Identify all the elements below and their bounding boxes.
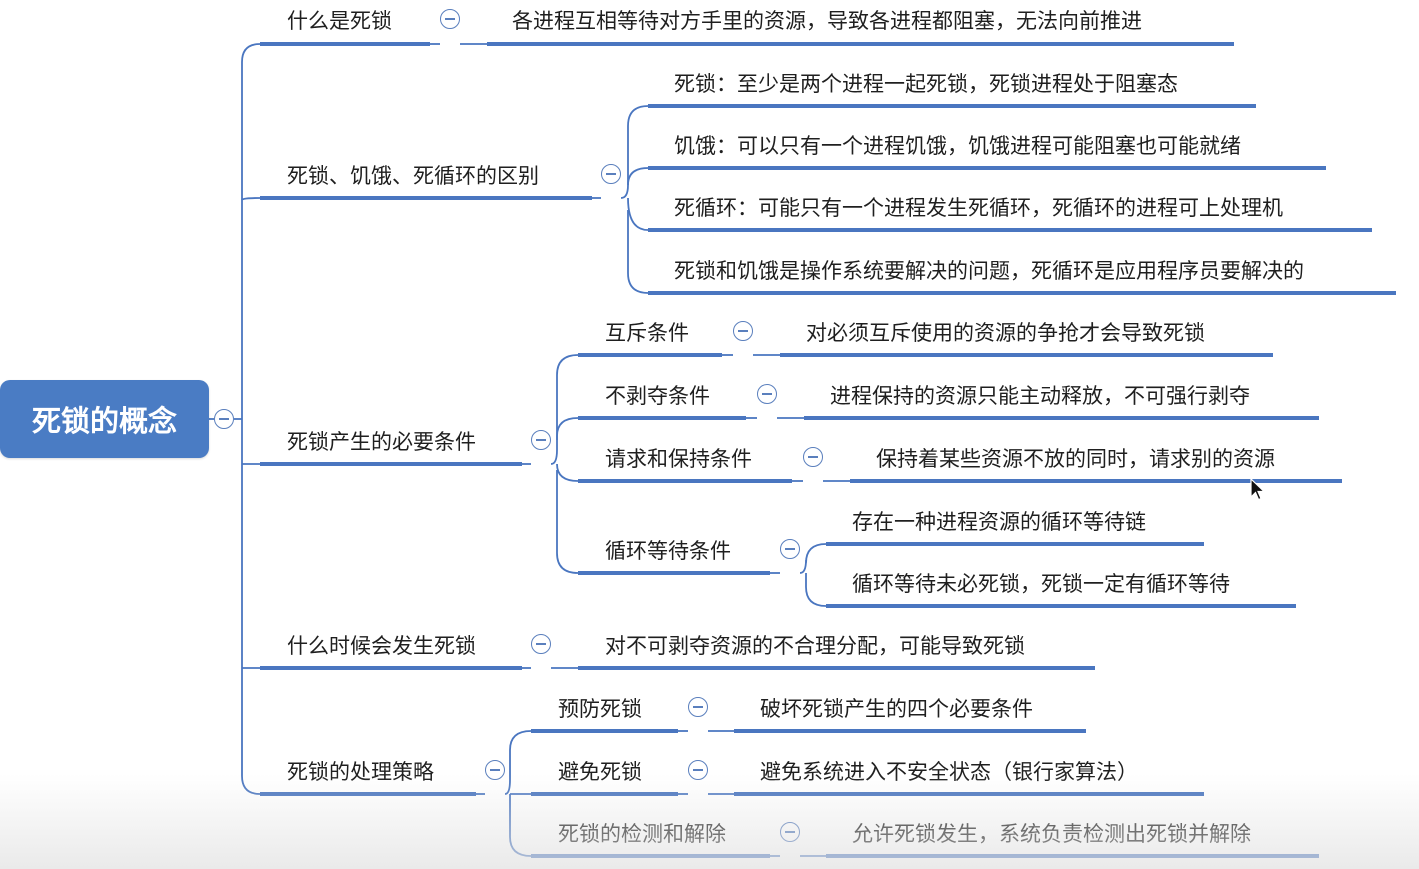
- collapse-minus-icon[interactable]: [733, 321, 753, 341]
- sub-prevent-deadlock[interactable]: 预防死锁: [558, 697, 642, 721]
- collapse-minus-icon[interactable]: [757, 384, 777, 404]
- leaf-infinite-loop-desc[interactable]: 死循环：可能只有一个进程发生死循环，死循环的进程可上处理机: [674, 196, 1283, 220]
- leaf-improper-allocation[interactable]: 对不可剥夺资源的不合理分配，可能导致死锁: [605, 634, 1025, 658]
- collapse-minus-icon[interactable]: [803, 447, 823, 467]
- leaf-mutual-exclusion-desc[interactable]: 对必须互斥使用的资源的争抢才会导致死锁: [806, 321, 1205, 345]
- leaf-deadlock-definition[interactable]: 各进程互相等待对方手里的资源，导致各进程都阻塞，无法向前推进: [512, 9, 1142, 33]
- sub-mutual-exclusion[interactable]: 互斥条件: [605, 321, 689, 345]
- leaf-circular-wait-note[interactable]: 循环等待未必死锁，死锁一定有循环等待: [852, 572, 1230, 596]
- leaf-deadlock-desc[interactable]: 死锁：至少是两个进程一起死锁，死锁进程处于阻塞态: [674, 72, 1178, 96]
- leaf-responsibility-desc[interactable]: 死锁和饥饿是操作系统要解决的问题，死循环是应用程序员要解决的: [674, 259, 1304, 283]
- mouse-pointer-icon: [1250, 478, 1266, 501]
- sub-circular-wait[interactable]: 循环等待条件: [605, 539, 731, 563]
- sub-hold-and-wait[interactable]: 请求和保持条件: [605, 447, 752, 471]
- leaf-detect-desc[interactable]: 允许死锁发生，系统负责检测出死锁并解除: [852, 822, 1251, 846]
- leaf-prevent-desc[interactable]: 破坏死锁产生的四个必要条件: [760, 697, 1033, 721]
- sub-no-preemption[interactable]: 不剥夺条件: [605, 384, 710, 408]
- leaf-circular-wait-chain[interactable]: 存在一种进程资源的循环等待链: [852, 510, 1146, 534]
- collapse-minus-icon[interactable]: [214, 409, 234, 429]
- collapse-minus-icon[interactable]: [531, 430, 551, 450]
- leaf-avoid-desc[interactable]: 避免系统进入不安全状态（银行家算法）: [760, 760, 1138, 784]
- collapse-minus-icon[interactable]: [780, 822, 800, 842]
- branch-what-is-deadlock[interactable]: 什么是死锁: [287, 9, 392, 33]
- collapse-minus-icon[interactable]: [485, 760, 505, 780]
- leaf-starvation-desc[interactable]: 饥饿：可以只有一个进程饥饿，饥饿进程可能阻塞也可能就绪: [674, 134, 1241, 158]
- branch-handling-strategies[interactable]: 死锁的处理策略: [287, 760, 434, 784]
- branch-when-deadlock-occurs[interactable]: 什么时候会发生死锁: [287, 634, 476, 658]
- sub-avoid-deadlock[interactable]: 避免死锁: [558, 760, 642, 784]
- leaf-no-preemption-desc[interactable]: 进程保持的资源只能主动释放，不可强行剥夺: [830, 384, 1250, 408]
- leaf-hold-and-wait-desc[interactable]: 保持着某些资源不放的同时，请求别的资源: [876, 447, 1275, 471]
- branch-necessary-conditions[interactable]: 死锁产生的必要条件: [287, 430, 476, 454]
- collapse-minus-icon[interactable]: [601, 164, 621, 184]
- collapse-minus-icon[interactable]: [688, 760, 708, 780]
- collapse-minus-icon[interactable]: [780, 539, 800, 559]
- collapse-minus-icon[interactable]: [688, 697, 708, 717]
- collapse-minus-icon[interactable]: [440, 9, 460, 29]
- sub-detect-and-recover[interactable]: 死锁的检测和解除: [558, 822, 726, 846]
- root-topic[interactable]: 死锁的概念: [0, 380, 209, 458]
- collapse-minus-icon[interactable]: [531, 634, 551, 654]
- branch-deadlock-starvation-loop-diff[interactable]: 死锁、饥饿、死循环的区别: [287, 164, 539, 188]
